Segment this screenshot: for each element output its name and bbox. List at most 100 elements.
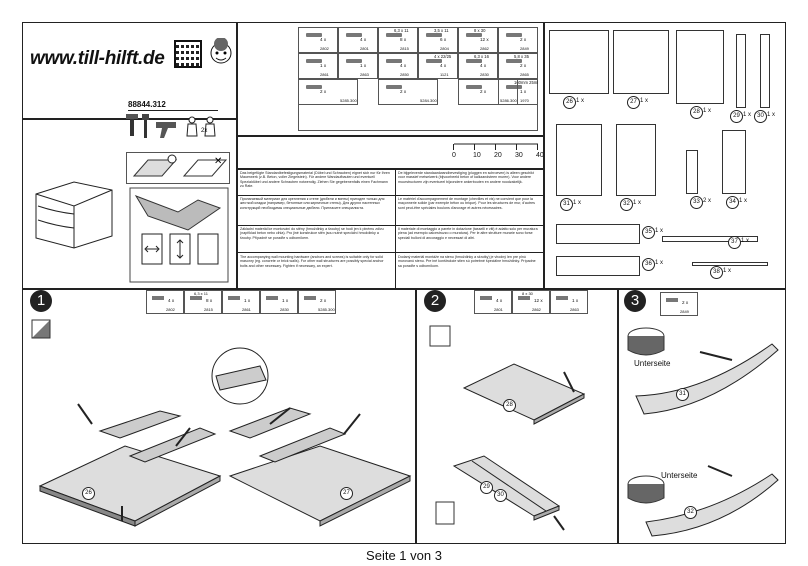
hardware-cell [378, 79, 438, 105]
step-hardware-code: 2863 [570, 307, 579, 312]
hardware-qty: 4 x [400, 63, 407, 68]
step-hardware-code: 2862 [532, 307, 541, 312]
screw-icon [426, 59, 442, 63]
part-label-31: 31 [676, 388, 689, 401]
screw-icon [466, 33, 482, 37]
part-qty: 1 x [640, 98, 649, 104]
step-hardware-qty: 8 x [206, 298, 213, 303]
divider [236, 252, 543, 253]
part-label-29: 29 [480, 481, 493, 494]
hardware-cell [378, 27, 418, 53]
screw-icon [480, 296, 492, 300]
qr-code-icon [174, 40, 202, 68]
hardware-code: 2849 [520, 46, 529, 51]
safety-text-fr: Le matériel d'accompagnement de montage … [398, 197, 535, 210]
hardware-cell [458, 27, 498, 53]
step-hardware-cell [474, 290, 512, 314]
ruler-tick [516, 144, 517, 150]
screw-icon [306, 85, 322, 89]
tools-icon: 2x [126, 114, 216, 138]
part-qty: 1 x [576, 98, 585, 104]
divider [236, 225, 543, 226]
divider [617, 288, 619, 544]
step-hardware-size: 8 x 30 [522, 291, 533, 296]
part-number: 26 [563, 96, 576, 109]
screw-icon [304, 296, 316, 300]
part-number: 29 [730, 110, 743, 123]
part-number: 36 [642, 258, 655, 271]
hardware-size: 8 x 30 [474, 28, 486, 33]
hardware-code: 2865 [520, 72, 529, 77]
hardware-code: 2815 [400, 46, 409, 51]
part-number: 32 [620, 198, 633, 211]
part-drawing [616, 124, 656, 196]
safety-text-de: Das beigefügte Standardbefestigungsmater… [240, 171, 390, 189]
part-drawing [676, 30, 724, 104]
smiley-icon: ✕ [132, 154, 228, 177]
hardware-code: 2861 [320, 72, 329, 77]
part-number: 34 [726, 196, 739, 209]
part-qty: 1 x [633, 200, 642, 206]
part-drawing [556, 256, 640, 276]
part-drawing [686, 150, 698, 194]
hardware-qty: 2 x [400, 89, 407, 94]
part-number: 37 [728, 236, 741, 249]
hardware-qty: 1 x [320, 63, 327, 68]
step-3-illustration [627, 327, 779, 537]
part-number: 31 [560, 198, 573, 211]
hardware-code: 5284.300 [420, 98, 437, 103]
ruler-tick-label: 30 [515, 152, 523, 159]
screw-icon [466, 85, 482, 89]
part-qty: 1 x [655, 228, 664, 234]
screw-icon [306, 59, 322, 63]
instruction-sheet [22, 22, 786, 544]
hardware-qty: 4 x [440, 63, 447, 68]
hardware-qty: 8 x [400, 37, 407, 42]
ruler-tick [453, 144, 454, 150]
hardware-cell [338, 27, 378, 53]
screw-icon [666, 298, 678, 302]
part-drawing [760, 34, 770, 108]
part-qty: 1 x [741, 238, 750, 244]
hardware-code: 2804 [440, 46, 449, 51]
step-hardware-size: 6,3 x 11 [194, 291, 208, 296]
hardware-cell [498, 53, 538, 79]
hardware-code: 2802 [320, 46, 329, 51]
step-hardware-qty: 1 x [244, 298, 251, 303]
ruler-tick-label: 0 [452, 152, 456, 159]
divider [22, 288, 786, 290]
divider [415, 288, 417, 544]
ruler-tick-label: 40 [536, 152, 544, 159]
cabinet-illustration [35, 181, 113, 249]
step-hardware-code: 5285.300 [318, 307, 335, 312]
screw-icon [426, 33, 442, 37]
part-label-27: 27 [340, 487, 353, 500]
step-hardware-cell [184, 290, 222, 314]
screw-icon [266, 296, 278, 300]
part-drawing [556, 124, 602, 196]
part-label-30: 30 [494, 489, 507, 502]
hardware-code: 1970 [520, 98, 529, 103]
step-hardware-cell [222, 290, 260, 314]
brand-logo: www.till-hilft.de [30, 48, 165, 69]
divider [236, 195, 543, 196]
part-qty: 1 x [573, 200, 582, 206]
hardware-qty: 2 x [320, 89, 327, 94]
screw-icon [306, 33, 322, 37]
hardware-size: 3,5 x 11 [434, 28, 449, 33]
part-qty: 1 x [723, 268, 732, 274]
divider [236, 22, 238, 288]
hardware-cell [418, 53, 458, 79]
screw-icon [228, 296, 240, 300]
step-hardware-qty: 2 x [320, 298, 327, 303]
part-qty: 1 x [739, 198, 748, 204]
divider [543, 22, 545, 288]
part-number: 28 [690, 106, 703, 119]
safety-text-sk: Dodaný materiál montáže na stenu (hmoždi… [398, 255, 536, 268]
hardware-size: 160mm 25ml [514, 80, 539, 85]
step-hardware-code: 2801 [494, 307, 503, 312]
step-hardware-cell [550, 290, 588, 314]
svg-text:✕: ✕ [214, 156, 222, 167]
hardware-cell [298, 79, 358, 105]
part-drawing [722, 130, 746, 194]
